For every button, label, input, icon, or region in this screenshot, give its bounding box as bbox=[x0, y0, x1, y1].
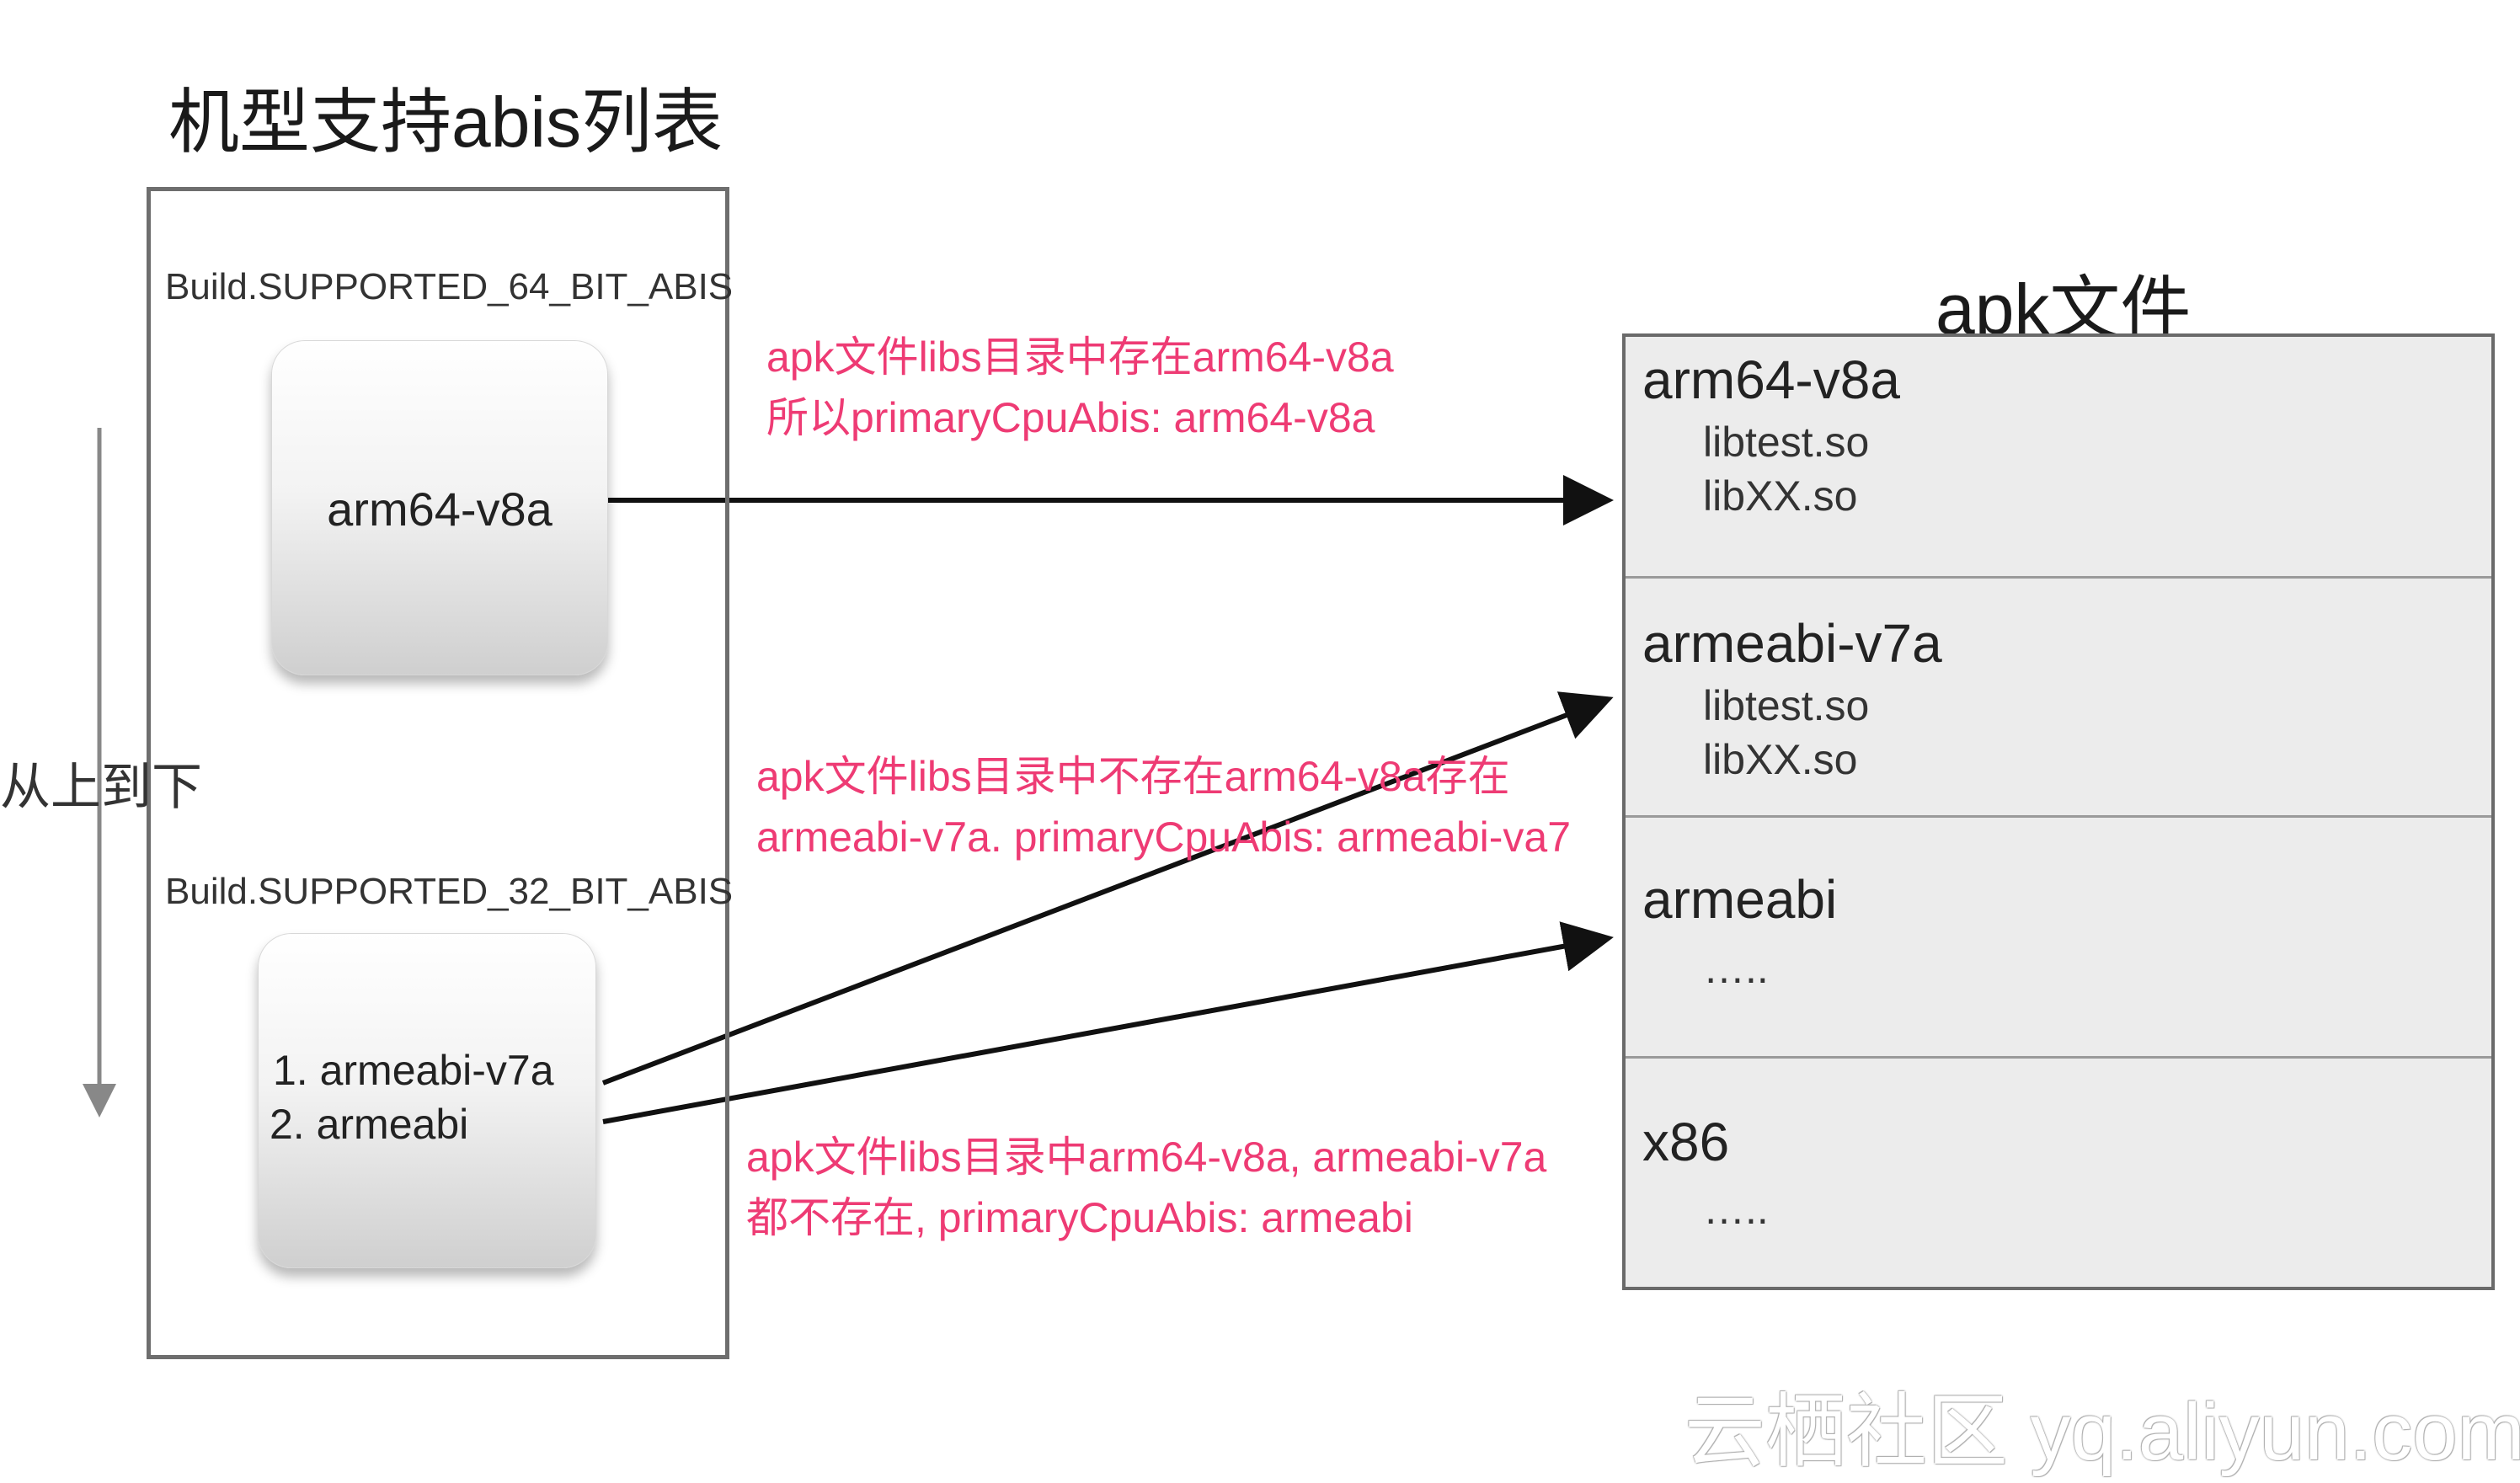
abi64-header: Build.SUPPORTED_64_BIT_ABIS bbox=[165, 266, 734, 307]
abi32-item-2: 2. armeabi bbox=[270, 1101, 469, 1148]
device-abis-box bbox=[147, 187, 729, 1359]
apk-lib-name: libtest.so bbox=[1703, 682, 1870, 729]
device-abis-title: 机型支持abis列表 bbox=[168, 83, 723, 162]
note-armeabi-v7a-line-2: armeabi-v7a. primaryCpuAbis: armeabi-va7 bbox=[756, 814, 1572, 861]
apk-lib-name: libXX.so bbox=[1703, 472, 1858, 520]
note-armeabi-v7a: apk文件libs目录中不存在arm64-v8a存在 armeabi-v7a. … bbox=[756, 746, 1571, 867]
note-arm64-line-1: apk文件libs目录中存在arm64-v8a bbox=[766, 333, 1394, 381]
arrow-armeabi-v7a-to-armeabi-v7a bbox=[601, 691, 1614, 1086]
note-arm64-line-2: 所以primaryCpuAbis: arm64-v8a bbox=[766, 394, 1375, 441]
abi32-header: Build.SUPPORTED_32_BIT_ABIS bbox=[165, 871, 734, 912]
abi64-chip-label: arm64-v8a bbox=[327, 483, 553, 536]
note-armeabi-line-2: 都不存在, primaryCpuAbis: armeabi bbox=[746, 1194, 1413, 1241]
note-arm64: apk文件libs目录中存在arm64-v8a 所以primaryCpuAbis… bbox=[766, 327, 1394, 448]
arrow-armeabi-to-armeabi bbox=[602, 921, 1614, 1124]
apk-abi-name: x86 bbox=[1642, 1112, 1730, 1172]
apk-lib-name: ….. bbox=[1703, 945, 1769, 992]
apk-abi-name: armeabi bbox=[1642, 869, 1838, 930]
apk-file-box: arm64-v8a libtest.so libXX.so armeabi-v7… bbox=[1622, 333, 2495, 1290]
note-armeabi-line-1: apk文件libs目录中arm64-v8a, armeabi-v7a bbox=[746, 1134, 1547, 1181]
apk-section-armeabi: armeabi ….. bbox=[1626, 815, 2491, 1056]
apk-lib-name: libXX.so bbox=[1703, 736, 1858, 783]
watermark: 云栖社区 yq.aliyun.com bbox=[1684, 1387, 2520, 1477]
apk-abi-name: arm64-v8a bbox=[1642, 349, 1900, 410]
note-armeabi-v7a-line-1: apk文件libs目录中不存在arm64-v8a存在 bbox=[756, 753, 1510, 800]
abi32-item-1: 1. armeabi-v7a bbox=[273, 1047, 554, 1094]
apk-abi-name: armeabi-v7a bbox=[1642, 613, 1942, 674]
order-label: 从上到下 bbox=[0, 759, 202, 815]
apk-lib-name: ….. bbox=[1703, 1186, 1769, 1233]
apk-section-arm64-v8a: arm64-v8a libtest.so libXX.so bbox=[1626, 337, 2491, 576]
apk-section-x86: x86 ….. bbox=[1626, 1056, 2491, 1290]
abi32-chip: 1. armeabi-v7a 2. armeabi bbox=[258, 933, 596, 1268]
apk-lib-name: libtest.so bbox=[1703, 419, 1870, 466]
note-armeabi: apk文件libs目录中arm64-v8a, armeabi-v7a 都不存在,… bbox=[746, 1127, 1546, 1248]
abi64-chip: arm64-v8a bbox=[271, 340, 608, 675]
apk-section-armeabi-v7a: armeabi-v7a libtest.so libXX.so bbox=[1626, 576, 2491, 815]
